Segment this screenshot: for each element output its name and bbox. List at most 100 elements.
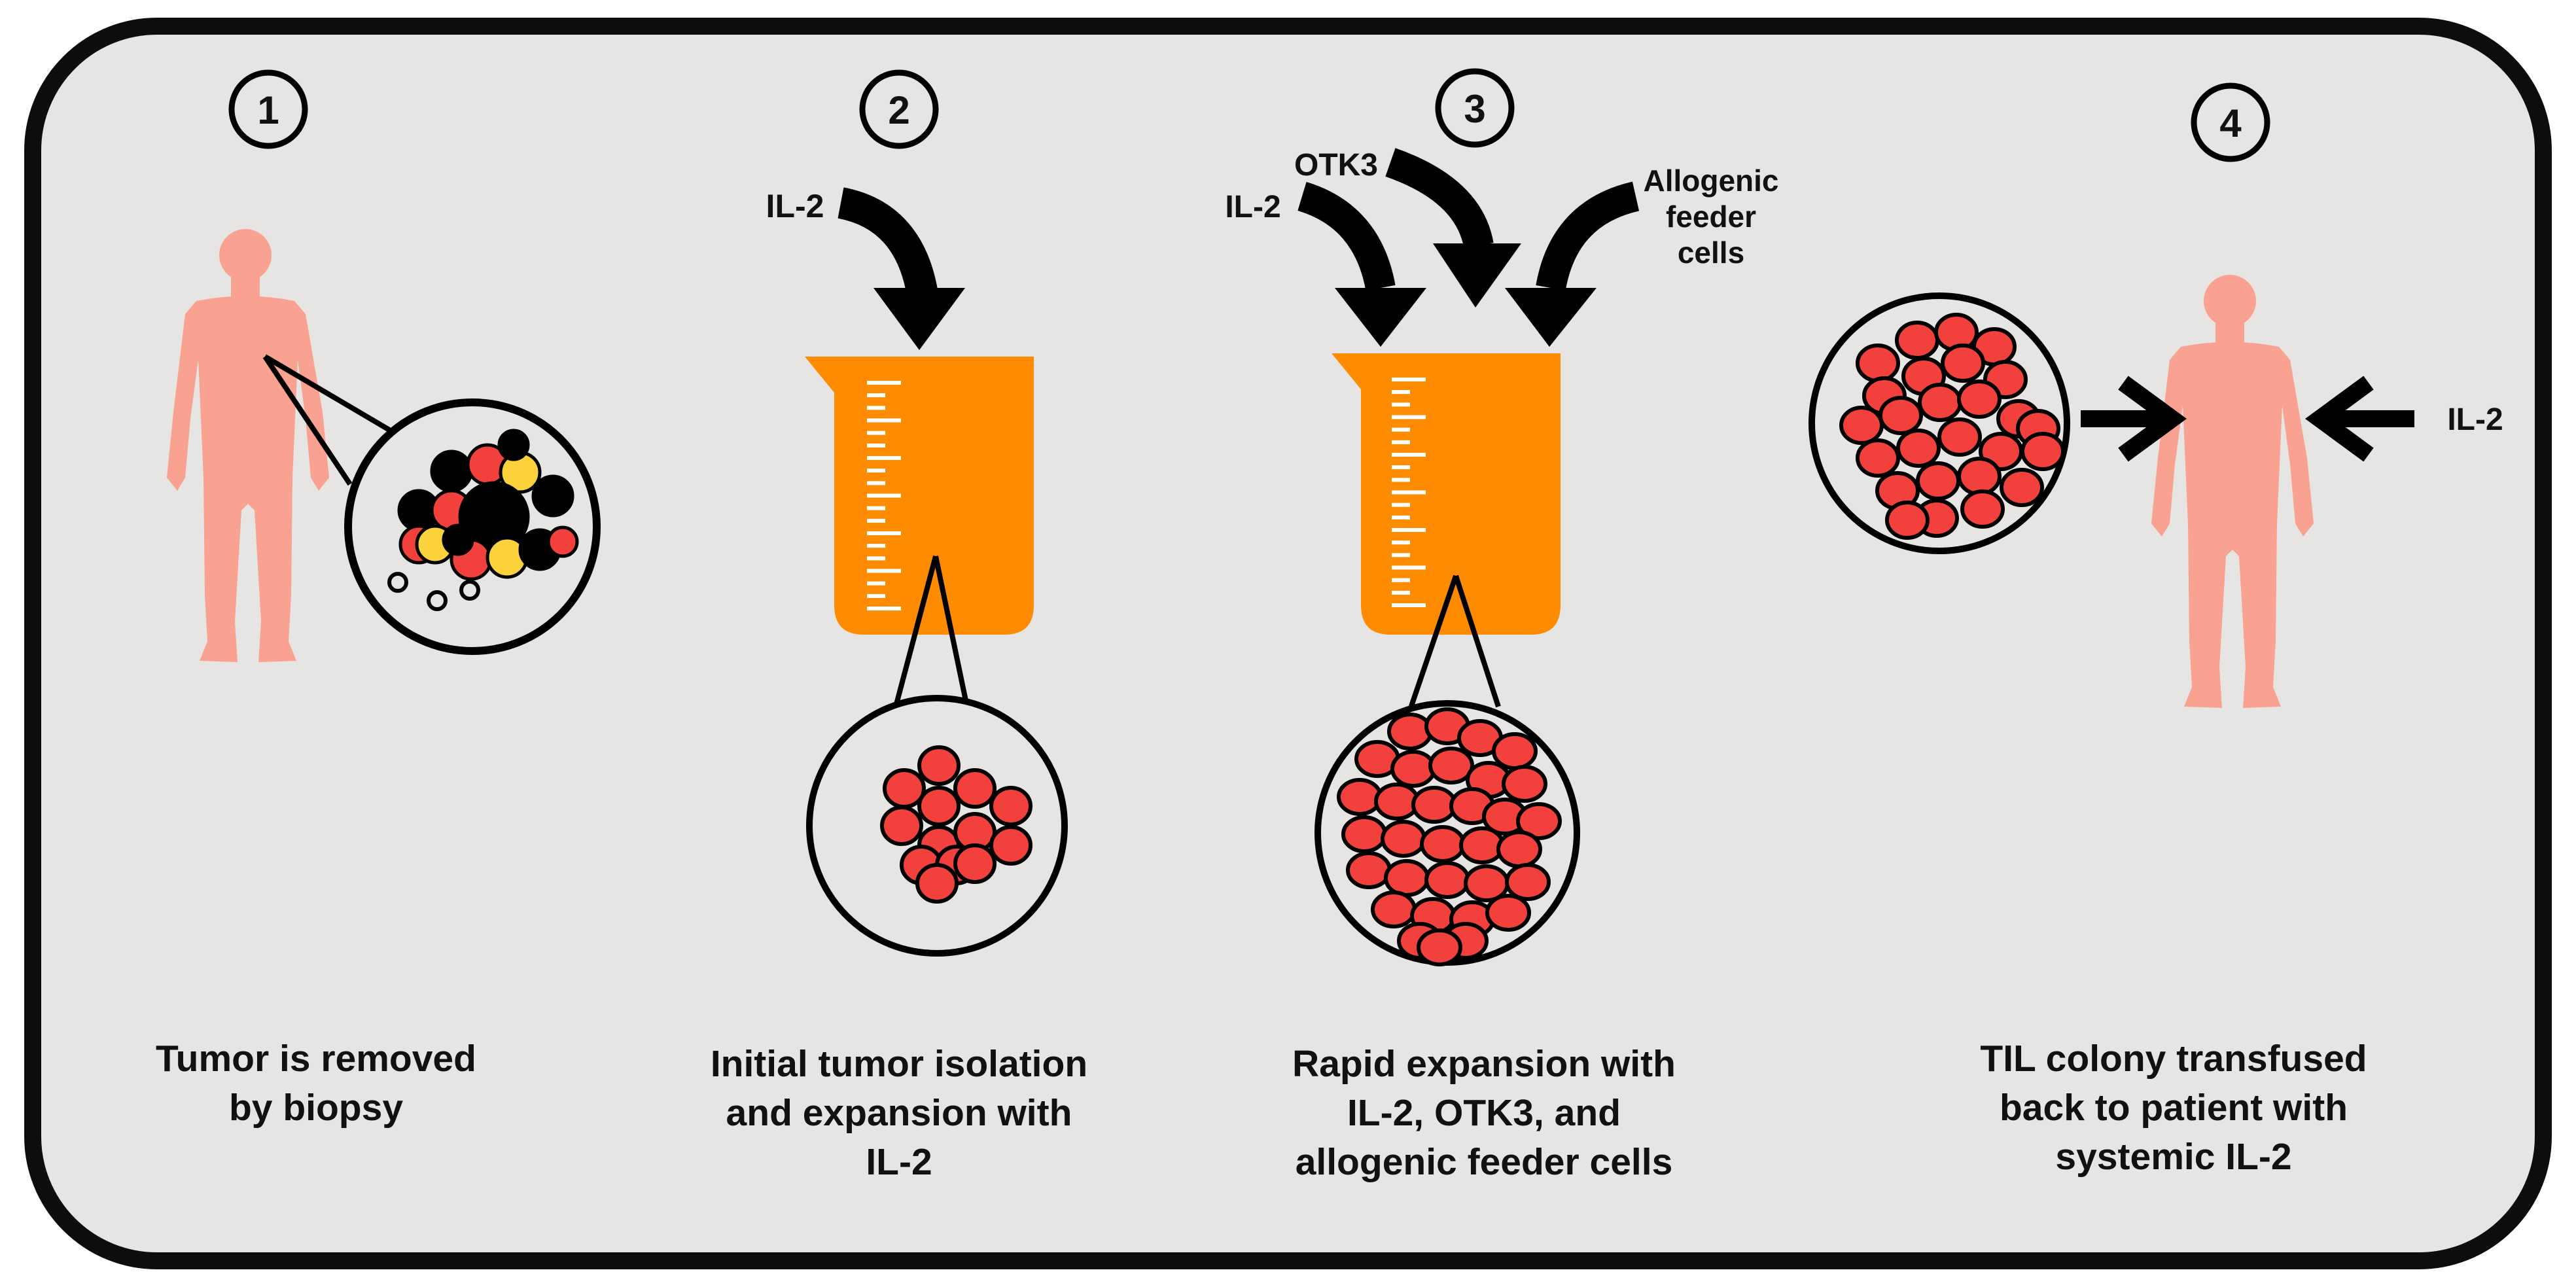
til-cell: [1492, 732, 1538, 770]
magnifier-line: [933, 555, 971, 714]
step-1-number: 1: [257, 88, 279, 132]
step-3-caption-line-3: allogenic feeder cells: [1296, 1141, 1673, 1183]
step-4-caption-line-1: TIL colony transfused: [1980, 1038, 2367, 1080]
allogenic-label: Allogenic: [1643, 164, 1778, 198]
tumor-cell: [430, 450, 473, 493]
step-4-caption-line-2: back to patient with: [2000, 1087, 2348, 1129]
beaker-icon: [1332, 353, 1561, 635]
arrowhead-icon: [2305, 376, 2374, 462]
step-2-number-circle: [859, 69, 939, 149]
til-colony-cells: [1839, 313, 2065, 540]
til-cell: [1420, 825, 1466, 863]
step-1: 1 Tumor is removed by biopsy: [156, 69, 601, 1129]
arrowhead-icon: [1335, 288, 1426, 347]
step-3-caption-line-2: IL-2, OTK3, and: [1347, 1092, 1621, 1134]
step-2-caption-line-2: and expansion with: [726, 1092, 1072, 1134]
til-cell: [1417, 928, 1462, 966]
arrowhead-icon: [873, 288, 965, 350]
il2-label: IL-2: [1225, 190, 1280, 224]
curved-arrow-icon: [1536, 181, 1640, 291]
step-2-number: 2: [888, 88, 909, 132]
beaker-icon: [805, 357, 1034, 635]
til-cell: [989, 786, 1032, 826]
til-cell: [1839, 406, 1884, 445]
magnifier-line: [262, 355, 353, 486]
magnifier-line: [1453, 574, 1501, 708]
step-3-number: 3: [1464, 87, 1485, 131]
step-4-number: 4: [2219, 101, 2242, 145]
step-4: 4 IL-2 TIL colony transfused back to pat…: [1808, 82, 2503, 1178]
il2-label: IL-2: [766, 188, 824, 224]
step-1-number-circle: [228, 69, 308, 149]
til-cell: [1381, 820, 1426, 858]
otk3-label: OTK3: [1294, 148, 1378, 183]
tumor-cell: [546, 525, 579, 558]
step-3-number-circle: [1435, 68, 1515, 148]
til-cell: [1960, 489, 2005, 529]
til-cell: [1516, 802, 1562, 840]
til-cell: [1957, 457, 2002, 496]
tumor-cell: [442, 523, 474, 556]
magnifier-line: [1407, 574, 1458, 711]
small-cell: [459, 580, 480, 601]
magnifier-line: [263, 354, 395, 434]
til-cell: [1387, 713, 1433, 750]
til-cell: [1390, 750, 1436, 788]
til-cell: [2020, 432, 2065, 471]
til-cell: [953, 843, 997, 884]
expanded-cells-small: [880, 745, 1032, 904]
til-cell: [1856, 438, 1900, 478]
magnifier-line: [891, 555, 938, 718]
curved-arrow-icon: [1297, 181, 1396, 291]
til-cell: [2000, 468, 2044, 507]
til-cell: [1485, 894, 1531, 932]
step-1-caption-line-2: by biopsy: [229, 1087, 403, 1129]
step-1-caption-line-1: Tumor is removed: [156, 1038, 476, 1080]
il2-label: IL-2: [2447, 402, 2503, 437]
til-cell: [1879, 396, 1923, 435]
til-cell: [1885, 501, 1930, 540]
expanded-cells-large: [1337, 707, 1562, 966]
til-cell: [1856, 344, 1900, 383]
til-cell: [1341, 815, 1387, 853]
til-cell: [1424, 861, 1470, 899]
step-2: 2 IL-2 Initial tumor isolation and expan…: [711, 69, 1087, 1183]
cells-label: cells: [1678, 236, 1744, 270]
til-cell: [1384, 859, 1430, 897]
arrowhead-icon: [1505, 288, 1597, 347]
step-3: 3 OTK3 IL-2 Allogenic feeder cells Rapid…: [1225, 68, 1779, 1183]
til-cell: [1374, 783, 1420, 820]
tumor-cell: [531, 474, 574, 518]
til-cell: [953, 768, 997, 809]
til-cell: [880, 805, 923, 846]
arrowhead-icon: [1433, 243, 1521, 308]
til-cell: [1941, 344, 1985, 383]
feeder-label: feeder: [1666, 200, 1756, 234]
til-cell: [1957, 379, 2002, 419]
til-cell: [1346, 851, 1392, 889]
til-cell: [917, 745, 961, 786]
til-cell: [989, 825, 1032, 866]
til-cell: [1937, 417, 1982, 457]
til-cell: [1337, 778, 1383, 816]
small-cell: [427, 590, 448, 611]
til-cell: [1502, 765, 1547, 803]
curved-arrow-icon: [837, 187, 938, 298]
til-cell: [1371, 890, 1417, 928]
arrowhead-icon: [2118, 376, 2187, 462]
til-cell: [1895, 321, 1939, 360]
small-cell: [387, 572, 408, 593]
til-cell: [1896, 429, 1941, 468]
til-cell: [915, 863, 959, 904]
step-4-caption-line-3: systemic IL-2: [2055, 1136, 2291, 1178]
step-3-caption-line-1: Rapid expansion with: [1292, 1043, 1676, 1085]
til-cell: [1916, 461, 1960, 501]
step-2-caption-line-3: IL-2: [866, 1141, 932, 1183]
til-cell: [1496, 830, 1542, 868]
curved-arrow-icon: [1385, 148, 1494, 249]
til-cell: [1459, 826, 1505, 864]
tumor-cells: [387, 429, 579, 611]
step-4-number-circle: [2191, 82, 2270, 162]
til-cell: [1411, 786, 1457, 824]
